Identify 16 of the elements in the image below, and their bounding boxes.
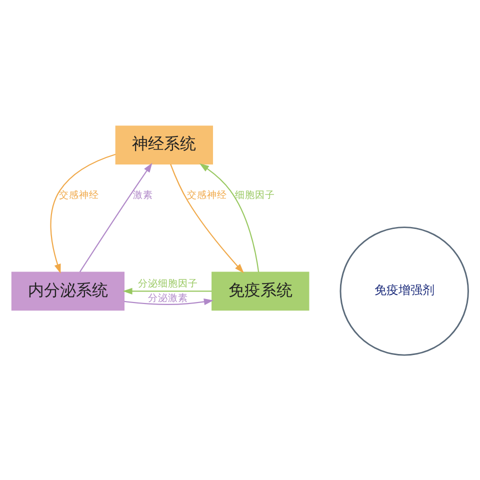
edge-label: 交感神经 xyxy=(58,190,99,201)
node-box: 免疫系统 xyxy=(212,271,310,310)
node-box: 神经系统 xyxy=(115,125,214,164)
edge-label: 分泌细胞因子 xyxy=(138,278,198,289)
arrow xyxy=(122,287,212,294)
edge-label: 细胞因子 xyxy=(235,190,276,201)
arrow xyxy=(170,164,244,273)
arrow xyxy=(79,162,152,272)
arrow xyxy=(124,298,214,305)
edge-label: 分泌激素 xyxy=(148,292,188,304)
arrow xyxy=(199,162,260,272)
edge-label: 激素 xyxy=(132,190,153,201)
arrow xyxy=(50,153,116,274)
node-box: 内分泌系统 xyxy=(11,271,125,310)
node-circle: 免疫增强剂 xyxy=(340,226,469,356)
edge-label: 交感神经 xyxy=(186,190,227,201)
